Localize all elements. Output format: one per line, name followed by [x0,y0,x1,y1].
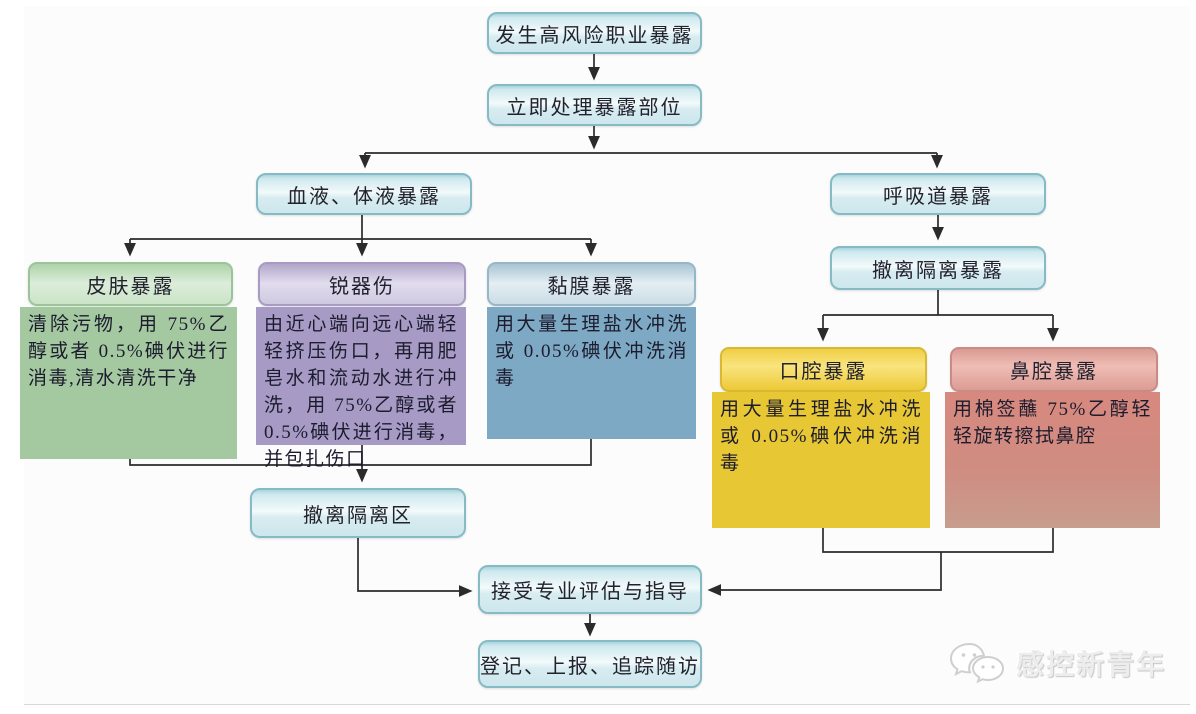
mucosa-header-label: 黏膜暴露 [547,275,636,298]
node-oral-exposure-header: 口腔暴露 [720,347,927,392]
node-start: 发生高风险职业暴露 [487,12,702,54]
node-nasal-exposure-header: 鼻腔暴露 [950,347,1158,392]
node-skin-exposure-header: 皮肤暴露 [28,262,233,306]
node-mucosa-exposure-header: 黏膜暴露 [487,262,696,306]
node-blood-fluid-exposure: 血液、体液暴露 [256,173,472,215]
node-sharp-injury-header: 锐器伤 [258,262,466,306]
node-respiratory-label: 呼吸道暴露 [883,185,993,208]
oral-header-label: 口腔暴露 [779,361,868,383]
oral-exposure-instructions: 用大量生理盐水冲洗或 0.05%碘伏冲洗消毒 [712,392,930,528]
node-register-label: 登记、上报、追踪随访 [480,655,700,678]
sharp-injury-instructions: 由近心端向远心端轻轻挤压伤口，再用肥皂水和流动水进行冲洗，用 75%乙醇或者0.… [256,307,466,470]
watermark-text: 感控新青年 [1016,650,1167,681]
node-immediate-label: 立即处理暴露部位 [506,96,683,119]
node-respiratory-exposure: 呼吸道暴露 [830,173,1046,215]
node-blood-label: 血液、体液暴露 [287,185,441,208]
node-evac-exposure-label: 撤离隔离暴露 [872,259,1004,282]
wechat-icon [948,641,1006,685]
nasal-header-label: 鼻腔暴露 [1010,361,1098,383]
node-assessment-label: 接受专业评估与指导 [491,581,689,603]
sharp-header-label: 锐器伤 [329,275,395,298]
node-evacuate-isolation-exposure: 撤离隔离暴露 [830,246,1046,290]
skin-exposure-instructions: 清除污物，用 75%乙醇或者 0.5%碘伏进行消毒,清水清洗干净 [20,307,237,459]
node-professional-assessment: 接受专业评估与指导 [478,565,702,614]
node-evac-zone-label: 撤离隔离区 [303,504,413,527]
node-start-label: 发生高风险职业暴露 [495,24,694,47]
skin-header-label: 皮肤暴露 [86,275,175,298]
mucosa-exposure-instructions: 用大量生理盐水冲洗或 0.05%碘伏冲洗消毒 [487,307,696,439]
node-register-report-followup: 登记、上报、追踪随访 [478,640,702,688]
node-evacuate-isolation-zone: 撤离隔离区 [250,488,466,538]
node-immediate-treatment: 立即处理暴露部位 [487,84,702,126]
nasal-exposure-instructions: 用棉签蘸 75%乙醇轻轻旋转擦拭鼻腔 [945,392,1160,528]
watermark: 感控新青年 [948,633,1188,693]
